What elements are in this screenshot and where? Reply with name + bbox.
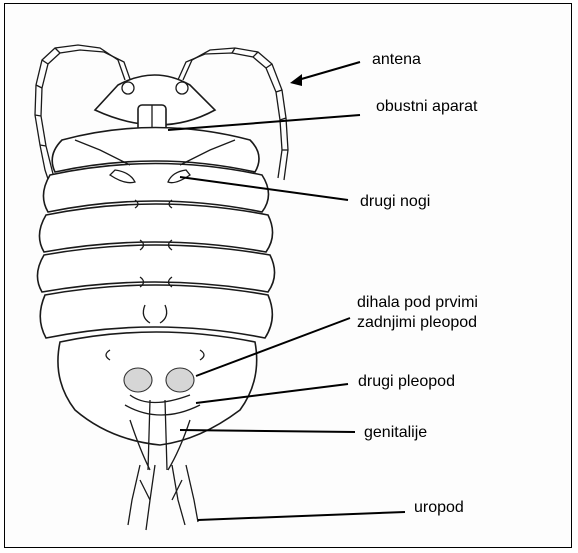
gill-right — [166, 368, 194, 392]
label-obustni-aparat: obustni aparat — [376, 97, 477, 116]
label-drugi-pleopod: drugi pleopod — [358, 372, 455, 391]
leader-antena — [298, 62, 360, 80]
isopod-body — [35, 45, 288, 530]
label-genitalije: genitalije — [364, 423, 427, 442]
label-antena: antena — [372, 50, 421, 69]
uropods — [128, 465, 198, 530]
label-drugi-nogi: drugi nogi — [360, 192, 430, 211]
gill-left — [124, 368, 152, 392]
label-dihala-line2: zadnjimi pleopod — [357, 313, 477, 332]
pleon — [58, 332, 257, 445]
label-uropod: uropod — [414, 498, 464, 517]
leader-uropod — [198, 512, 405, 520]
label-dihala-line1: dihala pod prvimi — [357, 293, 478, 312]
